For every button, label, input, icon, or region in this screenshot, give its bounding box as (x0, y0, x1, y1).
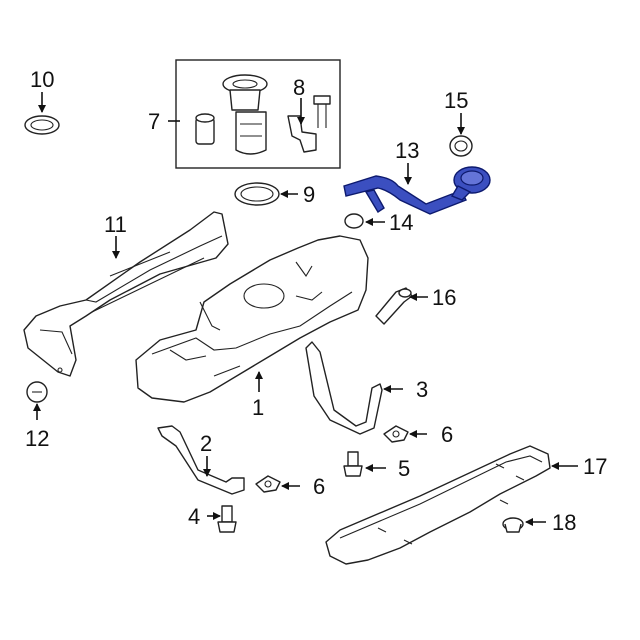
callout-13: 13 (395, 138, 419, 163)
callout-9: 9 (303, 182, 315, 207)
callout-16: 16 (432, 285, 456, 310)
callout-6-lower: 6 (313, 474, 325, 499)
heat-shield[interactable] (23, 211, 229, 377)
tank-strap-rear[interactable] (305, 341, 383, 435)
callout-15: 15 (444, 88, 468, 113)
callout-2: 2 (200, 431, 212, 456)
fuel-filler-pipe[interactable] (343, 166, 491, 215)
filler-seal-15[interactable] (449, 135, 473, 157)
callout-5: 5 (398, 456, 410, 481)
leader-arrows (33, 92, 578, 526)
callout-18: 18 (552, 510, 576, 535)
plug-12[interactable] (26, 381, 48, 403)
callout-8: 8 (293, 75, 305, 100)
callout-11: 11 (104, 212, 127, 237)
grommet-18[interactable] (502, 517, 524, 533)
callout-3: 3 (416, 377, 428, 402)
nut-6-lower[interactable] (255, 475, 281, 493)
fuel-level-sender[interactable] (287, 95, 331, 153)
callout-14: 14 (389, 210, 413, 235)
callout-7: 7 (148, 109, 160, 134)
bolt-5[interactable] (343, 451, 363, 477)
seal-ring-10[interactable] (24, 115, 60, 135)
skid-plate[interactable] (325, 445, 551, 565)
vent-valve-16[interactable] (375, 287, 413, 325)
tank-strap-front[interactable] (157, 425, 245, 495)
callout-12: 12 (25, 426, 49, 451)
callout-labels: 10 7 8 9 15 13 14 11 16 1 3 12 6 2 5 6 4… (25, 67, 607, 535)
callout-17: 17 (583, 454, 607, 479)
callout-6-upper: 6 (441, 422, 453, 447)
fuel-pump-module-box[interactable] (175, 59, 341, 169)
fuel-tank[interactable] (135, 235, 369, 403)
clamp-ring-14[interactable] (344, 213, 364, 229)
bolt-4[interactable] (217, 505, 237, 533)
gasket-ring-9[interactable] (234, 182, 280, 206)
nut-6-upper[interactable] (383, 425, 409, 443)
callout-4: 4 (188, 504, 200, 529)
callout-1: 1 (252, 395, 264, 420)
callout-10: 10 (30, 67, 54, 92)
